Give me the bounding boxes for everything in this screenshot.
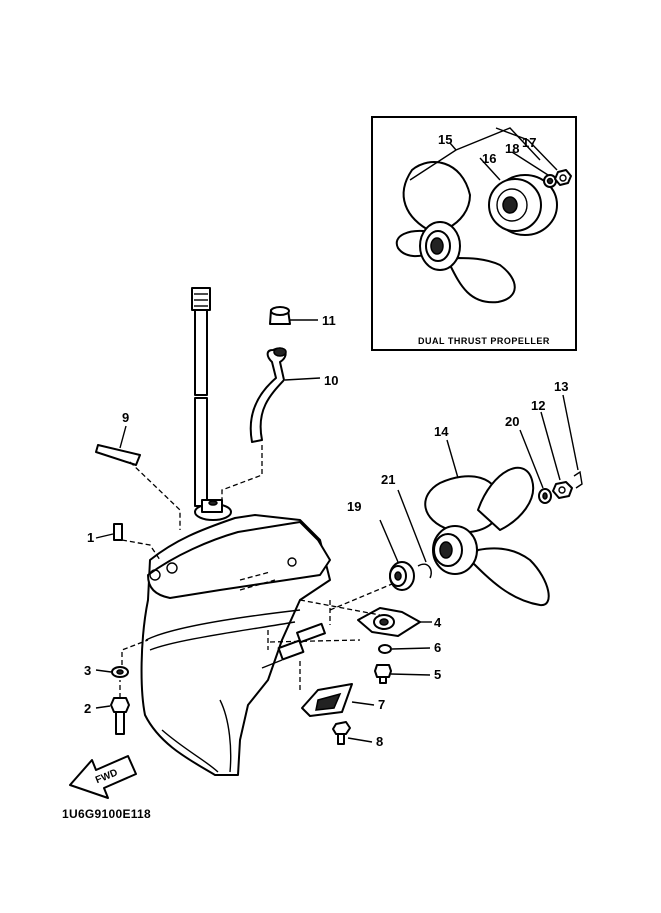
callout-2: 2	[84, 701, 91, 716]
callout-19: 19	[347, 499, 361, 514]
part-19-spacer: 19	[347, 499, 415, 591]
fwd-arrow-icon: FWD	[69, 755, 137, 799]
part-1-pin: 1	[87, 523, 123, 545]
callout-16: 16	[482, 151, 496, 166]
part-3-washer: 3	[84, 663, 129, 678]
callout-7: 7	[378, 697, 385, 712]
callout-20: 20	[505, 414, 519, 429]
part-8-bolt: 8	[332, 721, 383, 749]
callout-17: 17	[522, 135, 536, 150]
part-12-nut: 12	[531, 398, 573, 499]
callout-21: 21	[381, 472, 395, 487]
callout-15: 15	[438, 132, 452, 147]
callout-13: 13	[554, 379, 568, 394]
part-9-plate: 9	[95, 410, 141, 466]
part-14-propeller: 14	[424, 424, 550, 607]
callout-3: 3	[84, 663, 91, 678]
dual-thrust-inset: 15 16 18 17 DUAL THRUST PROPELLER	[371, 116, 577, 351]
part-7-trim-tab: 7	[301, 683, 385, 717]
callout-11: 11	[322, 313, 336, 328]
callout-4: 4	[434, 615, 442, 630]
part-5-bolt: 5	[374, 664, 441, 684]
part-6-washer: 6	[378, 640, 441, 655]
callout-14: 14	[434, 424, 449, 439]
callout-9: 9	[122, 410, 129, 425]
part-10-water-tube: 10	[249, 347, 338, 443]
callout-10: 10	[324, 373, 338, 388]
drive-shaft	[191, 287, 211, 507]
callout-12: 12	[531, 398, 545, 413]
part-20-washer: 20	[505, 414, 552, 504]
part-4-anode: 4	[357, 607, 442, 637]
callout-5: 5	[434, 667, 441, 682]
callout-8: 8	[376, 734, 383, 749]
callout-6: 6	[434, 640, 441, 655]
callout-18: 18	[505, 141, 519, 156]
part-13-cotter-pin: 13	[554, 379, 583, 489]
callout-1: 1	[87, 530, 94, 545]
inset-caption: DUAL THRUST PROPELLER	[418, 336, 550, 346]
assembly-lines	[119, 445, 393, 698]
part-2-bolt: 2	[84, 697, 130, 735]
diagram-code: 1U6G9100E118	[62, 807, 152, 821]
part-21-washer: 21	[381, 472, 432, 579]
lower-casing	[140, 499, 331, 776]
part-11-grommet: 11	[269, 306, 336, 328]
